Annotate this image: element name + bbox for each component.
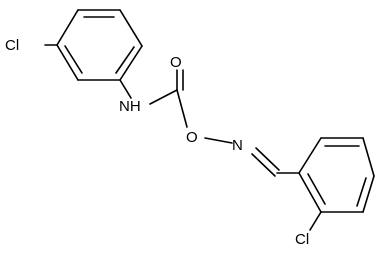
bond-imine-2 — [255, 147, 280, 171]
atom-chlorine-bottom: Cl — [295, 231, 309, 248]
bond-nh-carbon — [149, 89, 178, 105]
atom-nh: NH — [119, 98, 141, 115]
atom-oxygen-ether: O — [186, 129, 198, 146]
atom-oxygen-carbonyl: O — [170, 54, 182, 71]
bond-cl-bottom — [309, 211, 322, 231]
atom-chlorine-top: Cl — [5, 37, 19, 54]
bond-carbon-oxygen — [176, 89, 188, 128]
atom-nitrogen-imine: N — [232, 137, 243, 154]
bond-oxygen-nitrogen — [204, 137, 233, 144]
bond-imine-1 — [251, 153, 276, 177]
chlorophenyl-ring-bottom — [298, 137, 375, 213]
bond-ring-nh — [119, 79, 132, 99]
chlorophenyl-ring-top — [56, 9, 143, 81]
